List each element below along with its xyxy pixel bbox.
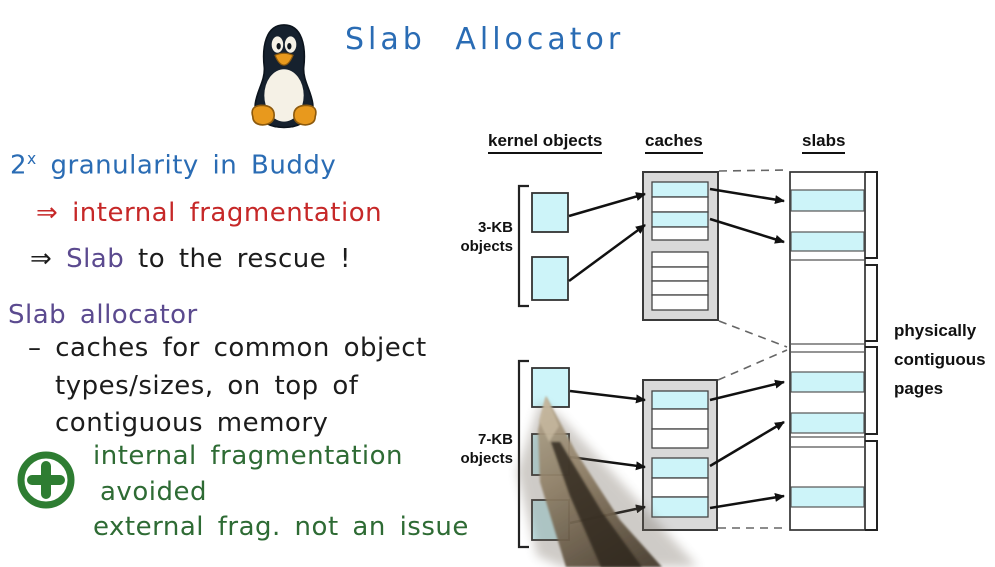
label-7kb-objects: 7-KB objects [460, 431, 513, 467]
bracket-7kb-objects [517, 359, 529, 549]
note-granularity-exponent: x [27, 150, 37, 168]
note-external-frag: external frag. not an issue [93, 512, 469, 542]
kernel-object-3kb-2 [531, 256, 569, 301]
header-kernel-objects: kernel objects [488, 131, 603, 154]
cache-box-7kb [642, 379, 718, 531]
note-internal-frag-avoided-2: avoided [100, 477, 207, 507]
arrows-caches-to-slabs [709, 187, 785, 510]
note-internal-fragmentation: ⇒ internal fragmentation [36, 198, 383, 228]
slab-highlight: Slab [66, 244, 125, 274]
kernel-object-3kb-1 [531, 192, 569, 233]
arrow-glyph: ⇒ [30, 244, 53, 274]
note-granularity: 2x granularity in Buddy [10, 150, 336, 181]
note-granularity-base: 2 [10, 150, 28, 181]
label-3kb-objects: 3-KB objects [460, 219, 513, 255]
note-caches-bullet: – caches for common object [28, 333, 427, 363]
note-types-sizes: types/sizes, on top of [55, 371, 359, 401]
note-slab-rescue: ⇒ Slab to the rescue ! [30, 244, 351, 274]
bracket-3kb-objects [517, 184, 529, 308]
page-title: Slab Allocator [345, 22, 625, 57]
slab-column [789, 171, 866, 531]
cache-box-3kb [642, 171, 719, 321]
note-contiguous-memory: contiguous memory [55, 408, 329, 438]
note-internal-frag-avoided-1: internal fragmentation [93, 441, 404, 471]
dashed-mapping-lines [717, 169, 789, 529]
header-slabs: slabs [802, 131, 846, 154]
arrow-glyph: ⇒ [36, 198, 59, 228]
note-slab-allocator-heading: Slab allocator [8, 300, 198, 330]
stylus-pen [517, 396, 698, 567]
note-granularity-text: granularity in Buddy [50, 150, 337, 181]
slab-brackets [865, 171, 878, 531]
kernel-object-7kb-1 [531, 367, 570, 408]
plus-circle-icon [17, 451, 75, 509]
tux-penguin-icon [251, 24, 317, 129]
header-caches: caches [645, 131, 703, 154]
label-physically-contiguous-pages: physically contiguous pages [894, 321, 986, 398]
